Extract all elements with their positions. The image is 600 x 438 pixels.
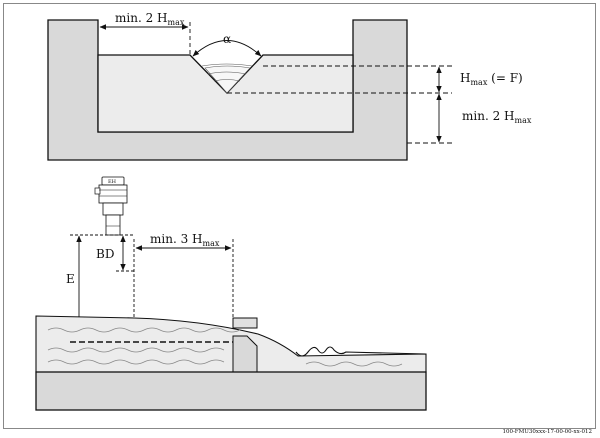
- figure-code: 100-FMU30xxx-17-00-00-xx-012: [502, 429, 592, 435]
- figure-frame: [3, 3, 596, 429]
- weir-channel: [47, 19, 408, 161]
- top-min-gap-label: min. 2 Hmax: [115, 11, 185, 27]
- weir-wall: [232, 335, 258, 373]
- level-sensor-icon: EH: [94, 176, 128, 236]
- channel-bed: [35, 371, 427, 411]
- weir-plate: [232, 317, 258, 329]
- hmax-f-label: Hmax (= F): [460, 71, 523, 87]
- alpha-arc: [192, 40, 262, 57]
- bd-label: BD: [96, 247, 114, 261]
- sensor-tag: EH: [108, 179, 117, 185]
- alpha-label: α: [223, 32, 231, 46]
- right-min-gap-label: min. 2 Hmax: [462, 109, 532, 125]
- channel-water: [35, 315, 427, 373]
- e-label: E: [66, 272, 75, 286]
- min3-label: min. 3 Hmax: [150, 232, 220, 248]
